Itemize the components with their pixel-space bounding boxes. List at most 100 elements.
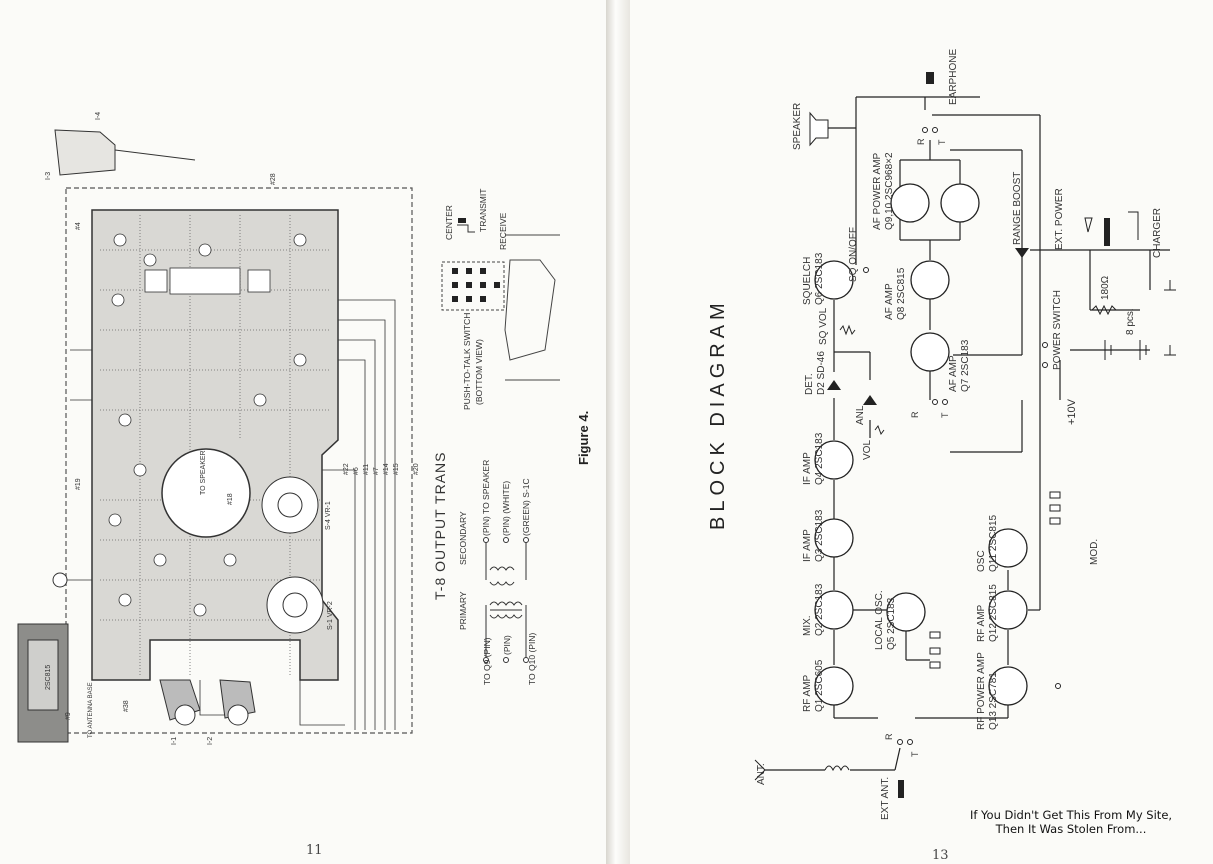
lead-label: #6	[353, 467, 360, 475]
pin-label: (PIN) TO SPEAKER	[481, 460, 491, 536]
stage-name-label: IF AMP	[802, 529, 813, 562]
stage-squelch	[814, 260, 854, 300]
switch-receive-label: RECEIVE	[498, 212, 508, 250]
antenna-icon	[754, 759, 766, 781]
t-label: T	[940, 412, 950, 418]
ext-power-label: EXT. POWER	[1054, 188, 1065, 250]
watermark-line-2: Then It Was Stolen From...	[995, 822, 1147, 836]
power-switch-label: POWER SWITCH	[1052, 290, 1063, 370]
lead-label: #7	[373, 467, 380, 475]
switch-transmit-label: TRANSMIT	[478, 189, 488, 232]
det-diode	[827, 380, 841, 390]
lead-label: #11	[363, 464, 370, 475]
figure-caption: Figure 4.	[576, 410, 591, 465]
stage-rf-amp	[814, 666, 854, 706]
lead-label: #15	[393, 463, 400, 475]
stage-name-label: MIX.	[802, 615, 813, 636]
lead-label: #9	[65, 712, 72, 720]
stage-name-label: AF AMP	[884, 283, 895, 320]
ext-power-plug-icon	[1104, 218, 1110, 246]
connector-label: I-3	[45, 172, 52, 180]
pin-label: (PIN) (WHITE)	[501, 481, 511, 536]
pin-label: TO Q10 (PIN)	[527, 633, 537, 685]
stage-name-label: RF POWER AMP	[976, 652, 987, 730]
stage-mix	[814, 590, 854, 630]
primary-label: PRIMARY	[458, 591, 468, 630]
stage-name-label: OSC	[976, 550, 987, 572]
mod-label: MOD.	[1089, 539, 1100, 565]
stage-part-label: Q12 2SC815	[988, 584, 999, 642]
output-trans-title: T-8 OUTPUT TRANS	[432, 451, 448, 600]
pin-label: TO Q9 (PIN)	[482, 637, 492, 685]
stage-name-label: LOCAL OSC.	[874, 590, 885, 650]
switch-title: PUSH-TO-TALK SWITCH	[462, 313, 472, 410]
connector-label: S-4 VR-1	[325, 501, 332, 530]
lead-label: #14	[383, 463, 390, 475]
sq-vol-label: SQ VOL	[818, 307, 829, 345]
earphone-jack-icon	[926, 72, 934, 84]
anl-label: ANL	[855, 405, 866, 425]
secondary-label: SECONDARY	[458, 511, 468, 565]
to-speaker-label: TO SPEAKER	[200, 450, 207, 495]
vol-label: VOL	[862, 440, 873, 460]
t-label: T	[910, 751, 920, 757]
stage-part-label: Q7 2SC183	[960, 339, 971, 392]
stage-rf-power-amp	[988, 666, 1028, 706]
stage-part-label: Q5 2SC183	[886, 597, 897, 650]
pcb-layout-drawing: TO SPEAKER TO ANTENNA BASE #4 #28 #19 #2…	[17, 112, 560, 745]
ant-label: ANT.	[756, 763, 767, 785]
lead-label: #22	[343, 463, 350, 475]
stage-part-label: Q9,10 2SC968×2	[884, 152, 895, 230]
r-label: R	[884, 733, 894, 740]
stage-name-label: RF AMP	[976, 604, 987, 642]
stage-af-amp-2	[910, 260, 950, 300]
ext-ant-label: EXT ANT.	[880, 777, 891, 820]
stage-osc	[988, 528, 1028, 568]
t-label: T	[937, 139, 947, 145]
stage-name-label: AF AMP	[948, 355, 959, 392]
left-page-number: 11	[306, 843, 323, 858]
battery-label: 8 pcs.	[1125, 308, 1136, 335]
det-part-label: D2 SD-46	[816, 351, 827, 395]
det-label: DET.	[804, 373, 815, 395]
connector-label: I-2	[207, 737, 214, 745]
stage-part-label: Q2 2SC183	[814, 583, 825, 636]
stage-part-label: Q8 2SC815	[896, 267, 907, 320]
stage-part-label: Q6 2SC183	[814, 252, 825, 305]
connector-label: S-1 VR-2	[327, 601, 334, 630]
stage-local-osc	[886, 592, 926, 632]
antenna-coil-icon	[824, 765, 850, 772]
pin-label: (GREEN) S-1C	[521, 478, 531, 536]
anl-diode	[863, 395, 877, 405]
connector-label: 2SC815	[45, 665, 52, 690]
block-diagram-title: BLOCK DIAGRAM	[707, 298, 729, 530]
lead-label: #20	[413, 463, 420, 475]
resistor-icon	[1091, 304, 1117, 316]
switch-subtitle: (BOTTOM VIEW)	[474, 339, 484, 405]
stage-part-label: Q4 2SC183	[814, 432, 825, 485]
stage-name-label: IF AMP	[802, 452, 813, 485]
stage-af-power-amp-a	[890, 183, 930, 223]
stage-if-amp-1	[814, 518, 854, 558]
charger-label: CHARGER	[1152, 208, 1163, 258]
resistor-label: 180Ω	[1100, 275, 1111, 300]
switch-outline	[441, 261, 505, 311]
lead-label: #4	[75, 222, 82, 230]
range-boost-label: RANGE BOOST	[1012, 172, 1023, 245]
ext-power-jack-icon	[1084, 217, 1093, 233]
lead-label: #19	[75, 478, 82, 490]
speaker-icon	[809, 111, 829, 147]
switch-center-label: CENTER	[444, 205, 454, 240]
antenna-base-label: TO ANTENNA BASE	[88, 682, 94, 738]
stage-af-power-amp-b	[940, 183, 980, 223]
right-page-number: 13	[932, 848, 949, 863]
ext-ant-jack-icon	[898, 780, 904, 798]
circuit-board	[91, 209, 339, 681]
charger-jack-icon	[1128, 211, 1139, 240]
pin-label: (PIN)	[502, 635, 512, 655]
r-label: R	[910, 411, 920, 418]
r-label: R	[916, 138, 926, 145]
connector-label: I-4	[95, 112, 102, 120]
